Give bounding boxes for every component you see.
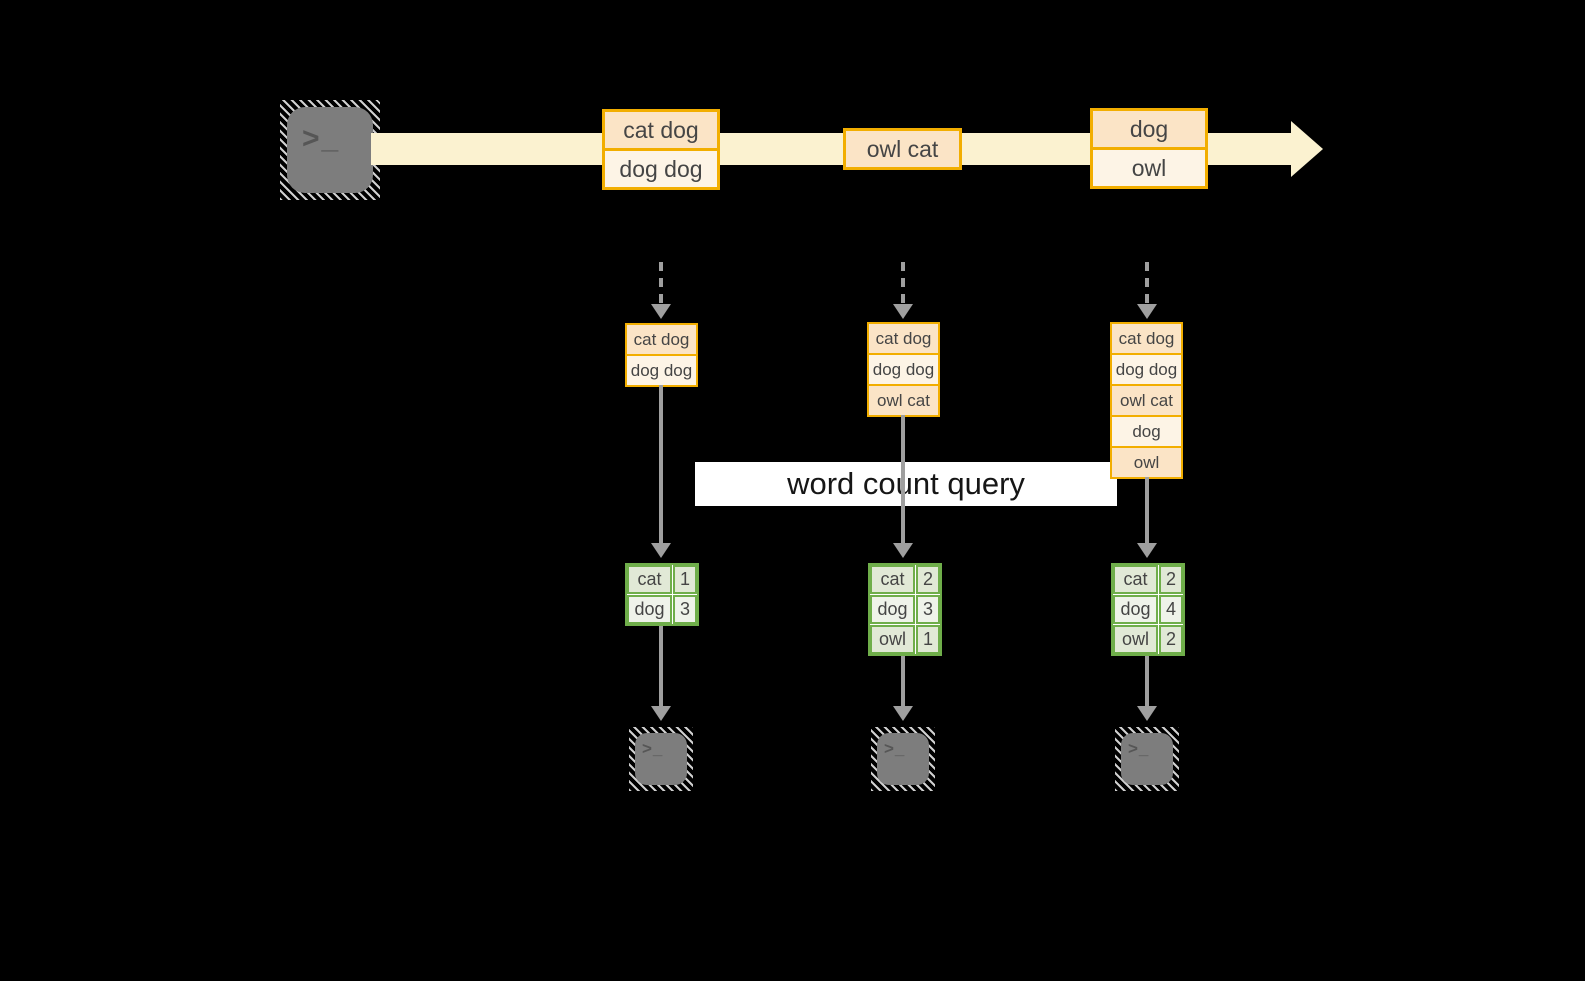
event-stack-2: cat dog dog dog owl cat	[867, 322, 940, 417]
terminal-screen	[1121, 733, 1173, 785]
arrow-head-icon	[1137, 543, 1157, 558]
arrow-head-icon	[893, 543, 913, 558]
count-value-cell: 3	[673, 595, 697, 624]
count-value-cell: 2	[1159, 565, 1183, 594]
stack-cell: dog	[1112, 417, 1181, 446]
event-stack-1: cat dog dog dog	[625, 323, 698, 387]
stack-cell: owl cat	[869, 386, 938, 415]
arrow-line	[659, 385, 663, 543]
dashed-arrow-line	[659, 262, 663, 306]
count-value-cell: 1	[916, 625, 940, 654]
event-stack-3: cat dog dog dog owl cat dog owl	[1110, 322, 1183, 479]
arrow-head-icon	[893, 304, 913, 319]
word-count-query-label: word count query	[695, 462, 1117, 506]
terminal-prompt-icon: >_	[642, 739, 664, 758]
arrow-head-icon	[651, 543, 671, 558]
source-terminal-icon: >_	[280, 100, 380, 200]
count-table-3: cat 2 dog 4 owl 2	[1111, 563, 1185, 656]
arrow-head-icon	[1137, 304, 1157, 319]
count-value-cell: 4	[1159, 595, 1183, 624]
timeline-event-box-2: owl cat	[843, 128, 962, 170]
output-terminal-icon: >_	[871, 727, 935, 791]
count-table-1: cat 1 dog 3	[625, 563, 699, 626]
terminal-screen	[635, 733, 687, 785]
stack-cell: dog dog	[1112, 355, 1181, 384]
event-text: dog	[1093, 111, 1205, 147]
timeline-event-box-3: dog owl	[1090, 108, 1208, 189]
count-table-2: cat 2 dog 3 owl 1	[868, 563, 942, 656]
arrow-line	[1145, 477, 1149, 543]
count-word-cell: cat	[870, 565, 915, 594]
count-word-cell: dog	[627, 595, 672, 624]
arrow-head-icon	[1137, 706, 1157, 721]
arrow-head-icon	[651, 304, 671, 319]
stack-cell: cat dog	[869, 324, 938, 353]
terminal-screen	[877, 733, 929, 785]
arrow-line	[659, 626, 663, 706]
event-text: cat dog	[605, 112, 717, 148]
count-value-cell: 1	[673, 565, 697, 594]
count-word-cell: cat	[1113, 565, 1158, 594]
count-value-cell: 2	[1159, 625, 1183, 654]
arrow-line	[1145, 656, 1149, 706]
stack-cell: cat dog	[1112, 324, 1181, 353]
count-word-cell: owl	[1113, 625, 1158, 654]
count-value-cell: 3	[916, 595, 940, 624]
stack-cell: owl cat	[1112, 386, 1181, 415]
terminal-prompt-icon: >_	[302, 122, 341, 155]
stack-cell: owl	[1112, 448, 1181, 477]
count-word-cell: owl	[870, 625, 915, 654]
dashed-arrow-line	[901, 262, 905, 306]
count-word-cell: dog	[870, 595, 915, 624]
count-word-cell: dog	[1113, 595, 1158, 624]
output-terminal-icon: >_	[1115, 727, 1179, 791]
count-word-cell: cat	[627, 565, 672, 594]
event-text: dog dog	[605, 151, 717, 187]
count-value-cell: 2	[916, 565, 940, 594]
stack-cell: cat dog	[627, 325, 696, 354]
terminal-prompt-icon: >_	[884, 739, 906, 758]
stack-cell: dog dog	[869, 355, 938, 384]
arrow-head-icon	[893, 706, 913, 721]
arrow-line	[901, 415, 905, 543]
arrow-head-icon	[651, 706, 671, 721]
timeline-event-box-1: cat dog dog dog	[602, 109, 720, 190]
stack-cell: dog dog	[627, 356, 696, 385]
event-text: owl cat	[846, 131, 959, 167]
dashed-arrow-line	[1145, 262, 1149, 306]
terminal-screen	[287, 107, 373, 193]
stream-arrowhead-icon	[1291, 121, 1323, 177]
event-text: owl	[1093, 150, 1205, 186]
terminal-prompt-icon: >_	[1128, 739, 1150, 758]
output-terminal-icon: >_	[629, 727, 693, 791]
arrow-line	[901, 656, 905, 706]
